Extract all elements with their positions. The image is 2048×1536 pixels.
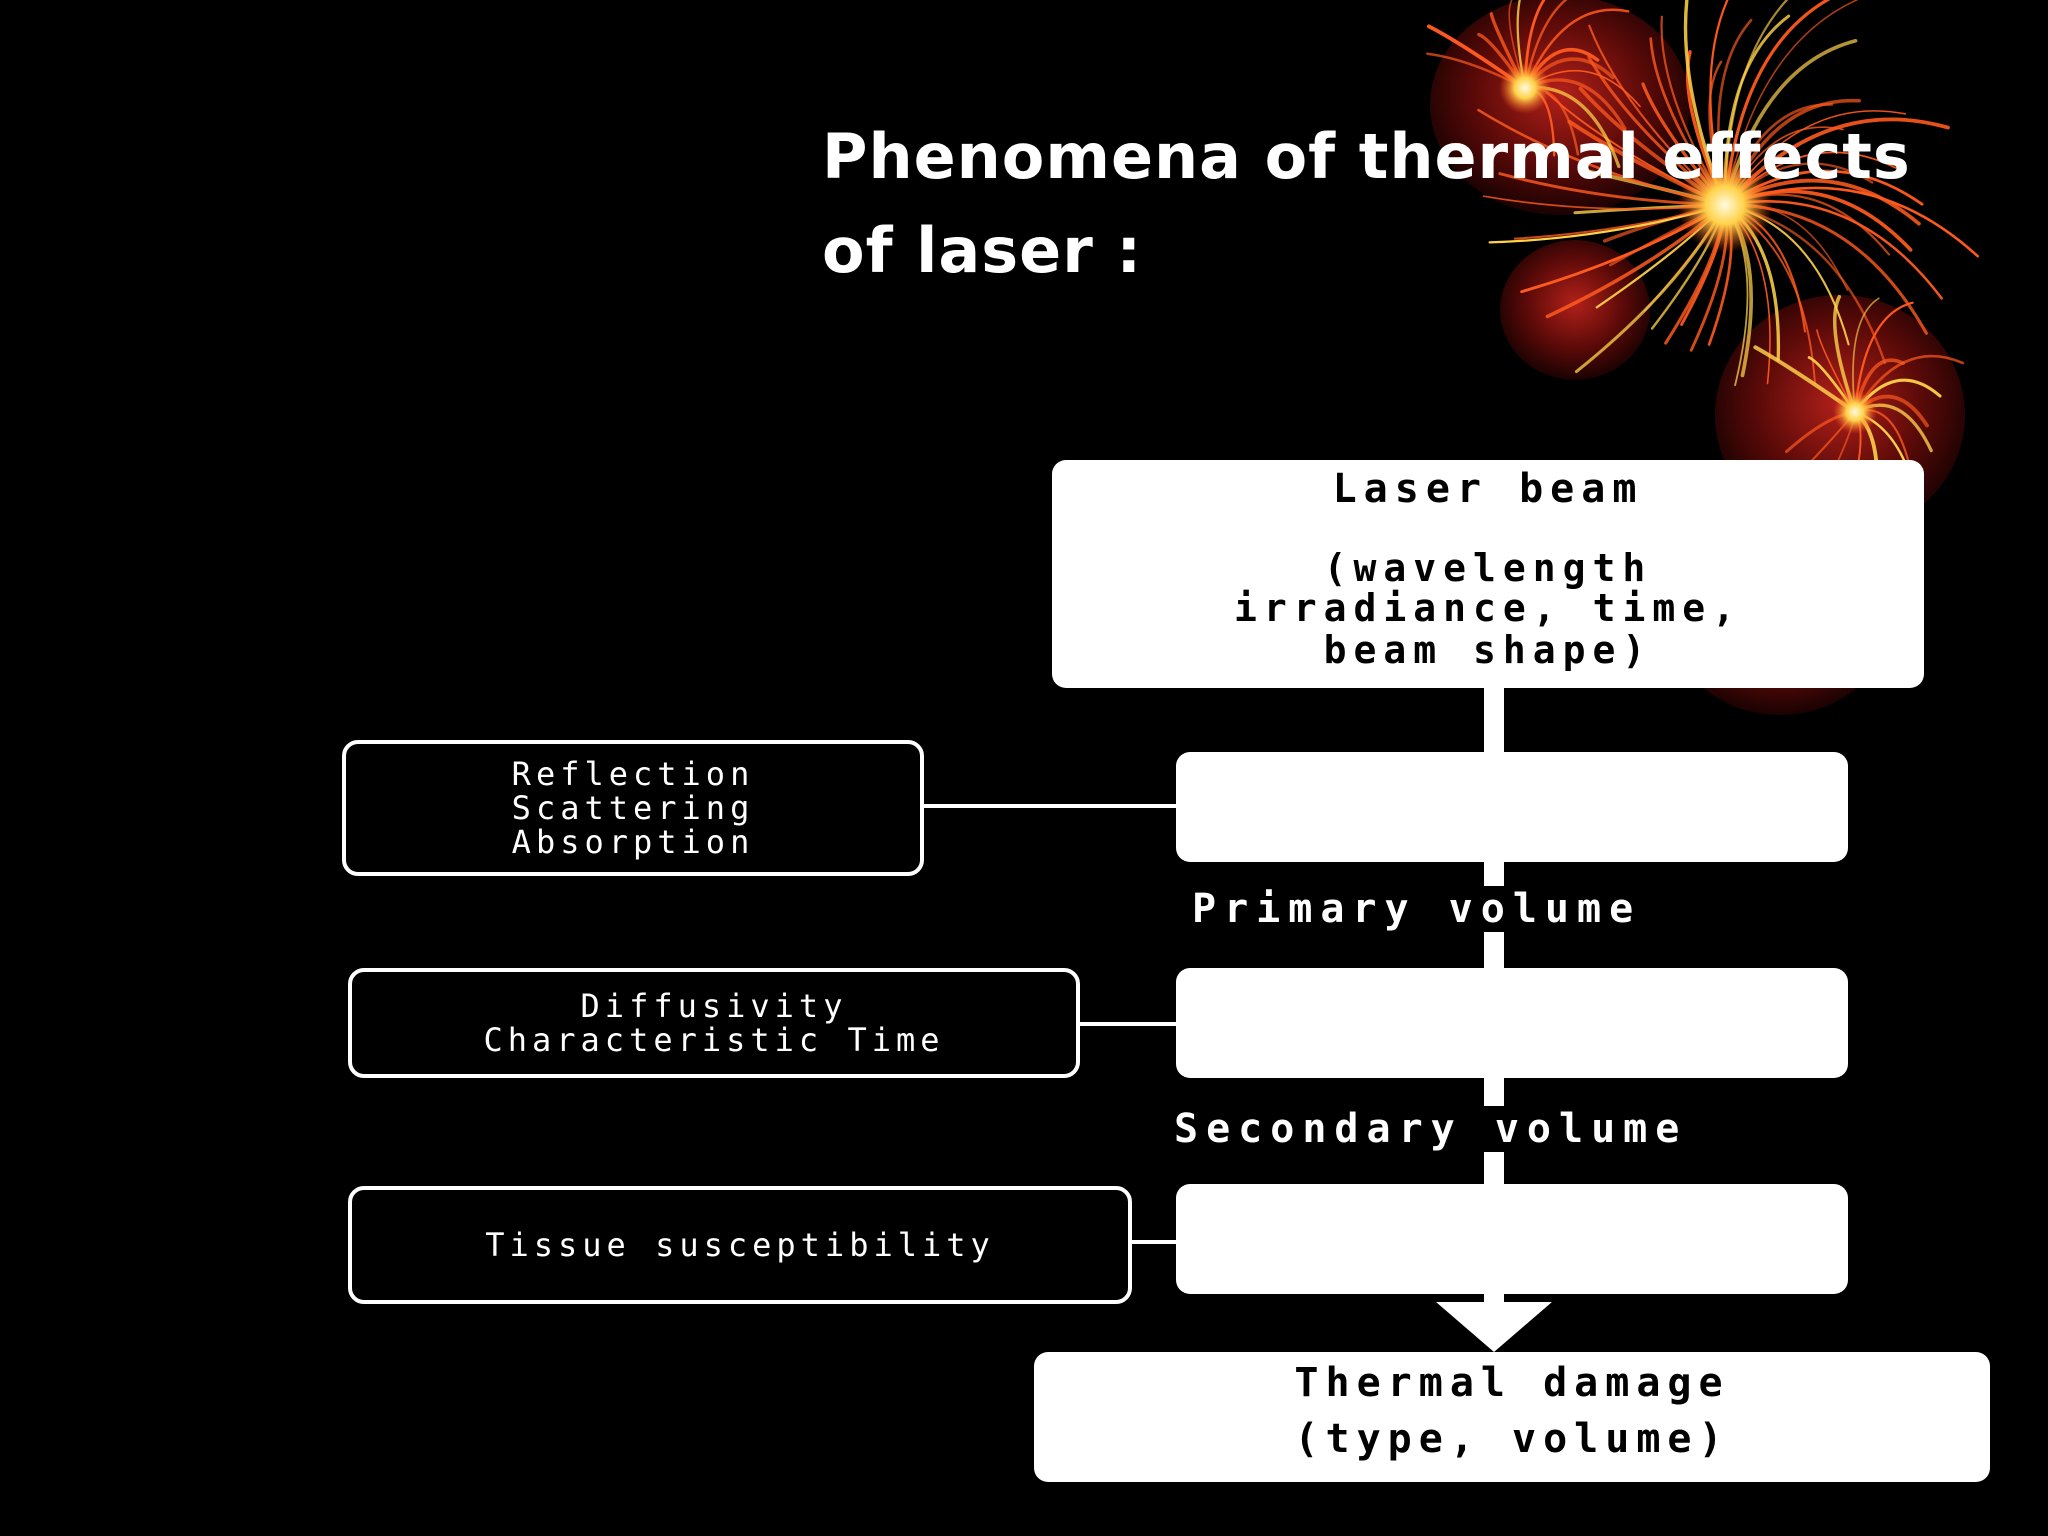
arrow-down-icon <box>1436 1302 1552 1352</box>
secondary-volume-label: Secondary volume <box>1170 1106 1692 1152</box>
absorption-label: Absorption <box>511 823 755 861</box>
diffusivity-label: Diffusivity <box>580 987 848 1025</box>
tissue-susceptibility-label: Tissue susceptibility <box>485 1226 995 1264</box>
optical-properties-box: Reflection Scattering Absorption <box>342 740 924 876</box>
connector-line <box>1080 1022 1176 1026</box>
orb <box>1430 0 1690 215</box>
thermal-damage-heading: Thermal damage <box>1294 1360 1730 1406</box>
absorption-box <box>1176 752 1848 862</box>
burst-core <box>1833 390 1877 434</box>
burst-core <box>1677 157 1773 253</box>
connector-line <box>924 804 1176 808</box>
damage-process-box <box>1176 1184 1848 1294</box>
characteristic-time-label: Characteristic Time <box>483 1021 945 1059</box>
laser-beam-params-3: beam shape) <box>1323 628 1653 672</box>
thermal-damage-box: Thermal damage (type, volume) <box>1034 1352 1990 1482</box>
laser-beam-heading: Laser beam <box>1332 466 1644 512</box>
primary-volume-label: Primary volume <box>1188 886 1646 932</box>
title-line-2: of laser : <box>822 214 1143 287</box>
connector-line <box>1132 1240 1176 1244</box>
laser-beam-params-2: irradiance, time, <box>1234 586 1742 630</box>
burst-core <box>1499 62 1551 114</box>
tissue-box: Tissue susceptibility <box>348 1186 1132 1304</box>
thermal-damage-detail: (type, volume) <box>1294 1416 1730 1462</box>
laser-beam-box: Laser beam (wavelength irradiance, time,… <box>1052 460 1924 688</box>
scattering-label: Scattering <box>511 789 755 827</box>
diffusion-box <box>1176 968 1848 1078</box>
thermal-properties-box: Diffusivity Characteristic Time <box>348 968 1080 1078</box>
laser-beam-params-1: (wavelength <box>1323 546 1653 590</box>
orb <box>1500 240 1650 380</box>
reflection-label: Reflection <box>511 755 755 793</box>
slide-title: Phenomena of thermal effects of laser : <box>822 110 1911 298</box>
title-line-1: Phenomena of thermal effects <box>822 120 1911 193</box>
